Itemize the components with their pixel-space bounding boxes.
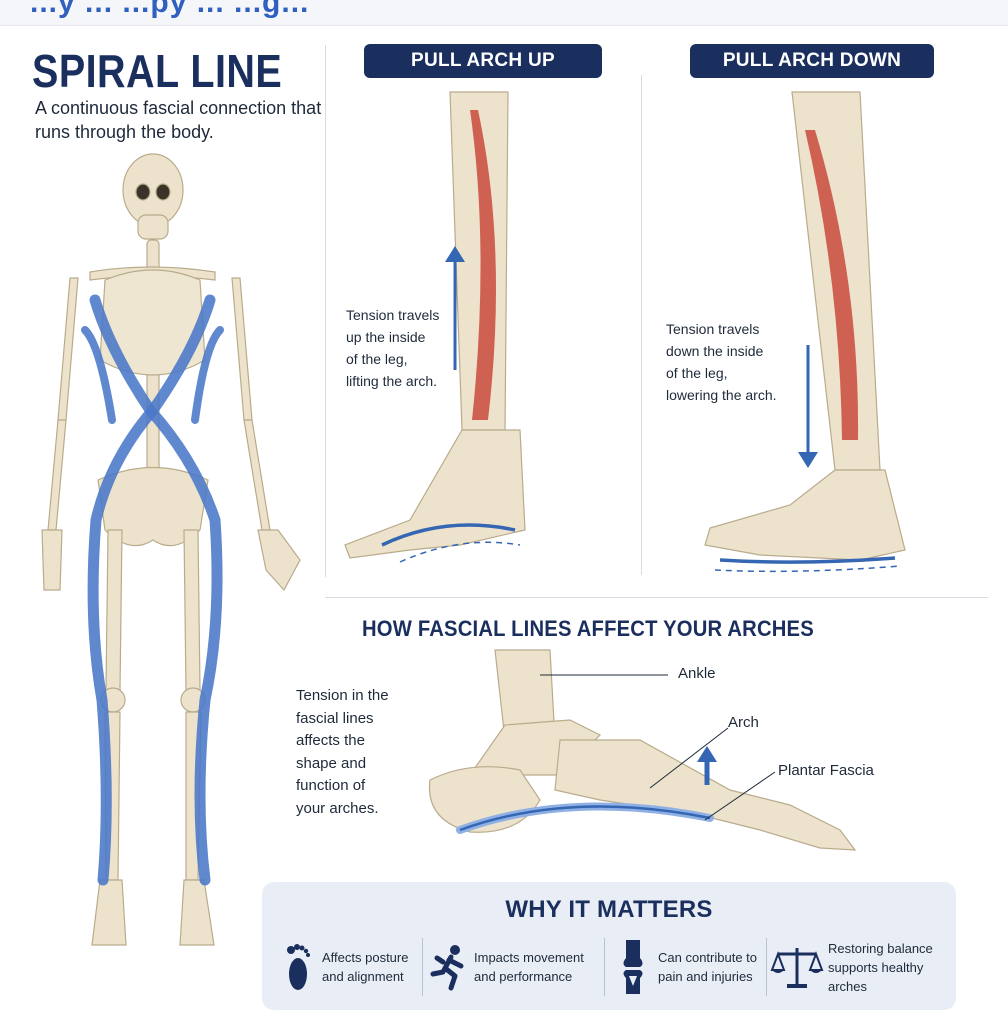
caption-line: lowering the arch. (666, 387, 777, 403)
description-line: affects the (296, 732, 365, 749)
why-separator (422, 938, 423, 996)
page-title: SPIRAL LINE (32, 45, 283, 97)
why-separator (604, 938, 605, 996)
balance-scale-icon (770, 939, 824, 995)
why-item-posture: Affects posture and alignment (278, 934, 418, 1000)
why-it-matters-title: WHY IT MATTERS (505, 896, 713, 923)
description-line: function of (296, 777, 366, 794)
why-item-line: Impacts movement (474, 950, 584, 965)
fascial-section-title: HOW FASCIAL LINES AFFECT YOUR ARCHES (362, 616, 814, 641)
why-item-line: Restoring balance (828, 940, 933, 956)
fascial-description: Tension in the fascial lines affects the… (296, 685, 416, 820)
caption-line: Tension travels (666, 321, 760, 337)
plantar-fascia-label: Plantar Fascia (778, 762, 874, 779)
why-item-line: Affects posture (322, 950, 409, 965)
pull-arch-down-header: PULL ARCH DOWN (690, 44, 934, 78)
pull-arch-up-header: PULL ARCH UP (364, 44, 602, 78)
why-item-line: arches (828, 978, 868, 994)
divider-middle (641, 75, 642, 575)
description-line: Tension in the (296, 687, 389, 704)
header-strip-text: ...y ... ...py ... ...g... (30, 0, 310, 19)
caption-line: of the leg, (666, 365, 728, 381)
runner-icon (430, 939, 468, 995)
header-strip: ...y ... ...py ... ...g... (0, 0, 1008, 26)
description-line: fascial lines (296, 709, 374, 727)
why-separator (766, 938, 767, 996)
caption-line: lifting the arch. (346, 373, 438, 389)
page-subtitle: A continuous fascial connection that run… (35, 98, 322, 142)
why-item-text: Restoring balance supports healthy arche… (828, 939, 933, 996)
caption-line: down the inside (666, 343, 764, 359)
pull-arch-up-caption: Tension travels up the inside of the leg… (346, 304, 456, 392)
divider-horizontal (325, 597, 988, 598)
ankle-label: Ankle (678, 665, 716, 682)
description-line: shape and (296, 754, 367, 772)
why-item-text: Affects posture and alignment (322, 948, 408, 986)
caption-line: up the inside (346, 329, 426, 345)
why-item-line: Can contribute to (658, 950, 758, 965)
why-item-text: Impacts movement and performance (474, 948, 584, 986)
why-item-balance: Restoring balance supports healthy arche… (770, 934, 952, 1000)
description-line: your arches. (296, 799, 379, 817)
caption-line: Tension travels (346, 307, 440, 323)
arch-label: Arch (728, 714, 759, 731)
why-item-line: pain and injuries (658, 969, 753, 984)
why-item-line: and performance (474, 969, 573, 984)
why-item-movement: Impacts movement and performance (430, 934, 602, 1000)
why-item-line: and alignment (322, 969, 404, 984)
why-it-matters-panel: WHY IT MATTERS Affects posture and align… (262, 882, 956, 1010)
why-item-pain: Can contribute to pain and injuries (614, 934, 764, 1000)
caption-line: of the leg, (346, 351, 408, 367)
why-item-line: supports healthy (828, 959, 924, 975)
pull-arch-down-caption: Tension travels down the inside of the l… (666, 318, 796, 406)
divider-left (325, 45, 326, 577)
footprint-icon (278, 939, 316, 995)
knee-joint-icon (614, 939, 652, 995)
why-item-text: Can contribute to pain and injuries (658, 948, 757, 986)
